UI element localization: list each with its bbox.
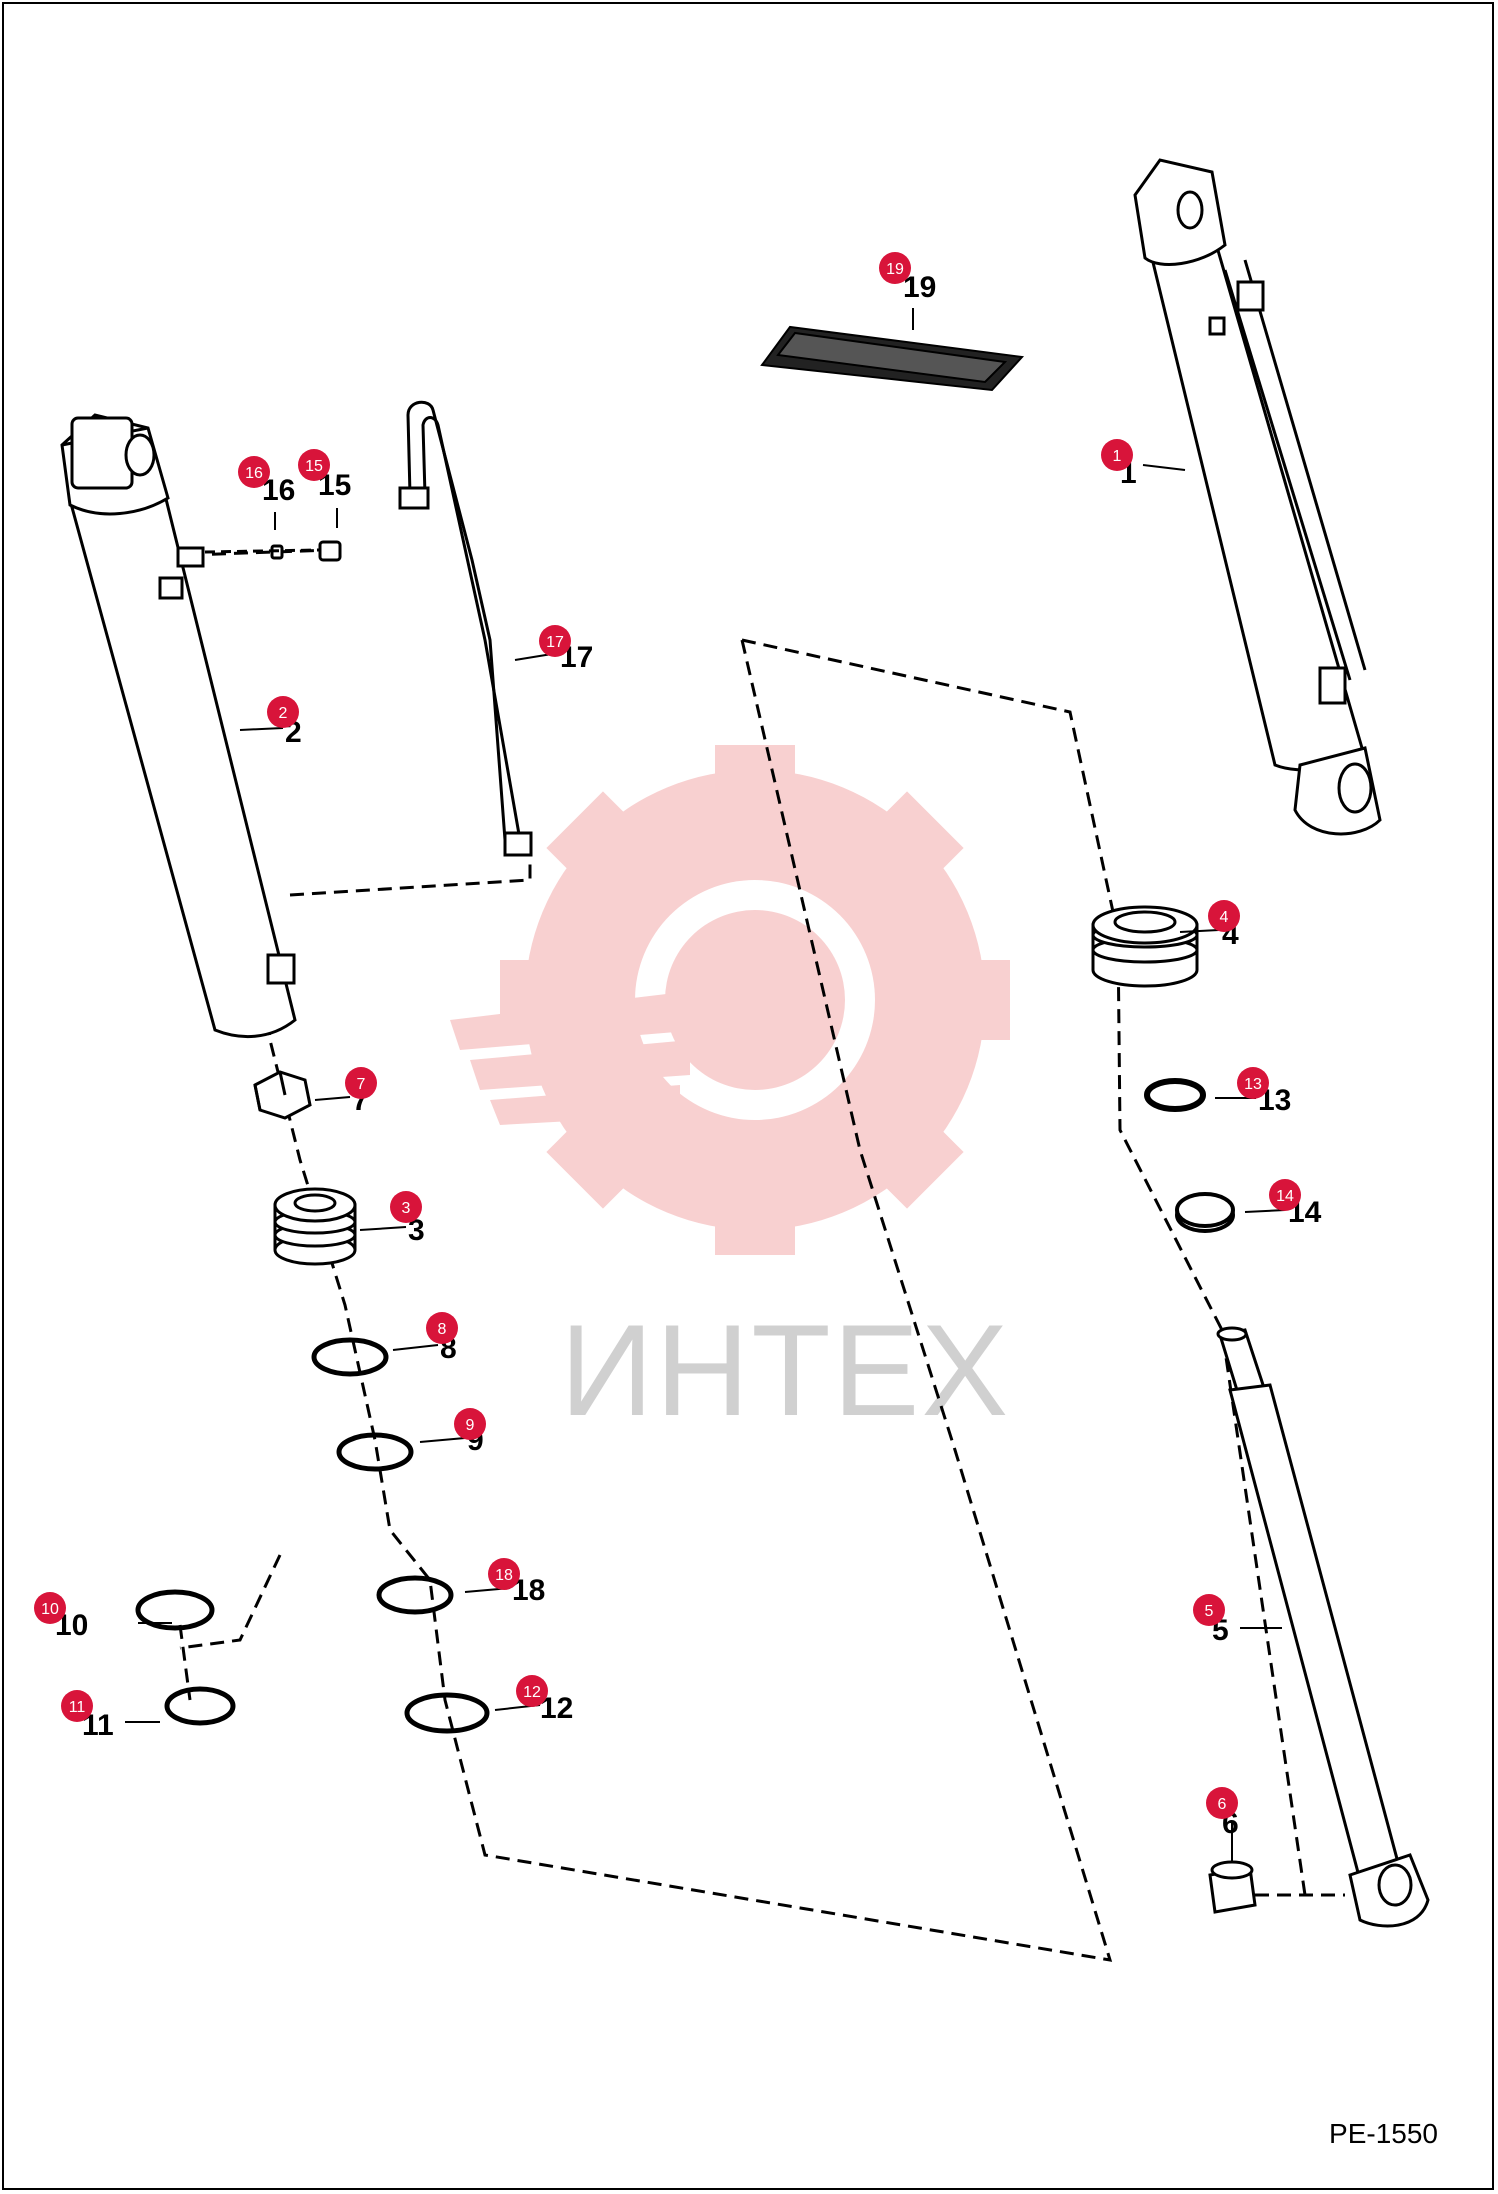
badge-19[interactable]: 19 <box>879 252 911 284</box>
svg-text:2: 2 <box>279 705 288 722</box>
badge-2[interactable]: 2 <box>267 696 299 728</box>
callout-badges: 19 1 16 15 17 2 4 7 13 3 14 8 9 10 18 5 … <box>34 252 1301 1819</box>
part-18-o-ring[interactable] <box>376 1575 454 1615</box>
badge-12[interactable]: 12 <box>516 1675 548 1707</box>
svg-text:5: 5 <box>1205 1603 1214 1620</box>
svg-text:4: 4 <box>1220 909 1229 926</box>
badge-17[interactable]: 17 <box>539 625 571 657</box>
diagram-code: PE-1550 <box>1329 2118 1438 2149</box>
part-4-piston[interactable] <box>1091 905 1199 988</box>
watermark-gear-icon <box>450 745 1010 1255</box>
badge-15[interactable]: 15 <box>298 449 330 481</box>
part-14-wiper-ring[interactable] <box>1175 1192 1235 1233</box>
part-10-o-ring[interactable] <box>135 1589 215 1631</box>
part-7-nut[interactable] <box>253 1070 312 1120</box>
badge-5[interactable]: 5 <box>1193 1594 1225 1626</box>
badge-14[interactable]: 14 <box>1269 1179 1301 1211</box>
svg-text:18: 18 <box>495 1567 513 1584</box>
part-15-fitting[interactable] <box>318 540 342 562</box>
label-3: 3 <box>408 1214 425 1247</box>
badge-8[interactable]: 8 <box>426 1312 458 1344</box>
part-9-o-ring[interactable] <box>336 1432 414 1472</box>
svg-text:6: 6 <box>1218 1796 1227 1813</box>
svg-text:10: 10 <box>41 1601 59 1618</box>
svg-text:12: 12 <box>523 1684 541 1701</box>
svg-text:19: 19 <box>886 261 904 278</box>
part-8-o-ring[interactable] <box>311 1337 389 1377</box>
watermark: ИНТЕХ <box>450 745 1010 1443</box>
badge-10[interactable]: 10 <box>34 1592 66 1624</box>
svg-text:16: 16 <box>245 465 263 482</box>
part-13-seal-ring[interactable] <box>1144 1078 1206 1112</box>
svg-text:14: 14 <box>1276 1188 1294 1205</box>
badge-7[interactable]: 7 <box>345 1067 377 1099</box>
part-11-o-ring[interactable] <box>164 1686 236 1726</box>
part-5-cylinder-rod[interactable] <box>1216 1326 1430 1928</box>
label-19: 19 <box>903 271 936 304</box>
badge-6[interactable]: 6 <box>1206 1787 1238 1819</box>
part-2-cylinder-barrel[interactable] <box>60 413 297 1039</box>
part-3-piston[interactable] <box>273 1187 357 1266</box>
svg-text:9: 9 <box>466 1417 475 1434</box>
svg-text:15: 15 <box>305 458 323 475</box>
part-6-bushing[interactable] <box>1208 1860 1257 1914</box>
svg-text:3: 3 <box>402 1200 411 1217</box>
part-12-o-ring[interactable] <box>404 1692 490 1734</box>
svg-text:8: 8 <box>438 1321 447 1338</box>
svg-text:17: 17 <box>546 634 564 651</box>
part-number-labels: 19 1 16 15 17 2 4 7 13 3 14 8 9 10 18 5 … <box>55 271 1322 1840</box>
part-1-cylinder-assembly[interactable] <box>1133 158 1382 836</box>
badge-1[interactable]: 1 <box>1101 439 1133 471</box>
badge-11[interactable]: 11 <box>61 1690 93 1722</box>
svg-text:1: 1 <box>1113 448 1122 465</box>
watermark-text: ИНТЕХ <box>560 1297 1010 1443</box>
badge-3[interactable]: 3 <box>390 1191 422 1223</box>
part-17-hydraulic-tube[interactable] <box>398 400 533 857</box>
svg-text:7: 7 <box>357 1076 366 1093</box>
badge-4[interactable]: 4 <box>1208 900 1240 932</box>
svg-text:11: 11 <box>69 1699 86 1716</box>
badge-16[interactable]: 16 <box>238 456 270 488</box>
svg-text:13: 13 <box>1244 1076 1262 1093</box>
badge-13[interactable]: 13 <box>1237 1067 1269 1099</box>
part-19-decal[interactable] <box>760 325 1025 392</box>
badge-9[interactable]: 9 <box>454 1408 486 1440</box>
badge-18[interactable]: 18 <box>488 1558 520 1590</box>
